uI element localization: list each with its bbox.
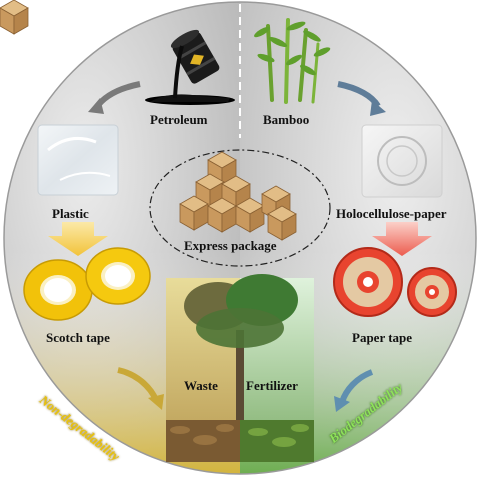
label-paper-tape: Paper tape (352, 330, 413, 345)
arrow-bamboo-to-paper (337, 81, 381, 108)
paper-tape-rolls-image (333, 247, 457, 317)
label-holocellulose-paper: Holocellulose-paper (336, 206, 447, 221)
arrow-plastic-to-scotch (48, 222, 108, 256)
label-scotch-tape: Scotch tape (46, 330, 110, 345)
cardboard-boxes-icon (0, 0, 297, 241)
arrow-to-fertilizer (339, 369, 374, 404)
bamboo-icon (254, 18, 331, 104)
label-waste: Waste (184, 378, 218, 393)
express-package-oval (149, 149, 331, 267)
oil-barrel-icon (145, 29, 235, 105)
plastic-sheet-image (37, 124, 119, 196)
tree-panel (166, 274, 314, 462)
scotch-tape-rolls-image (23, 247, 151, 321)
label-petroleum: Petroleum (150, 112, 208, 127)
holocellulose-paper-image (361, 124, 443, 198)
label-plastic: Plastic (52, 206, 89, 221)
label-express-package: Express package (184, 238, 277, 253)
label-bamboo: Bamboo (263, 112, 310, 127)
arrow-paper-to-papertape (372, 222, 432, 256)
label-fertilizer: Fertilizer (246, 378, 298, 393)
